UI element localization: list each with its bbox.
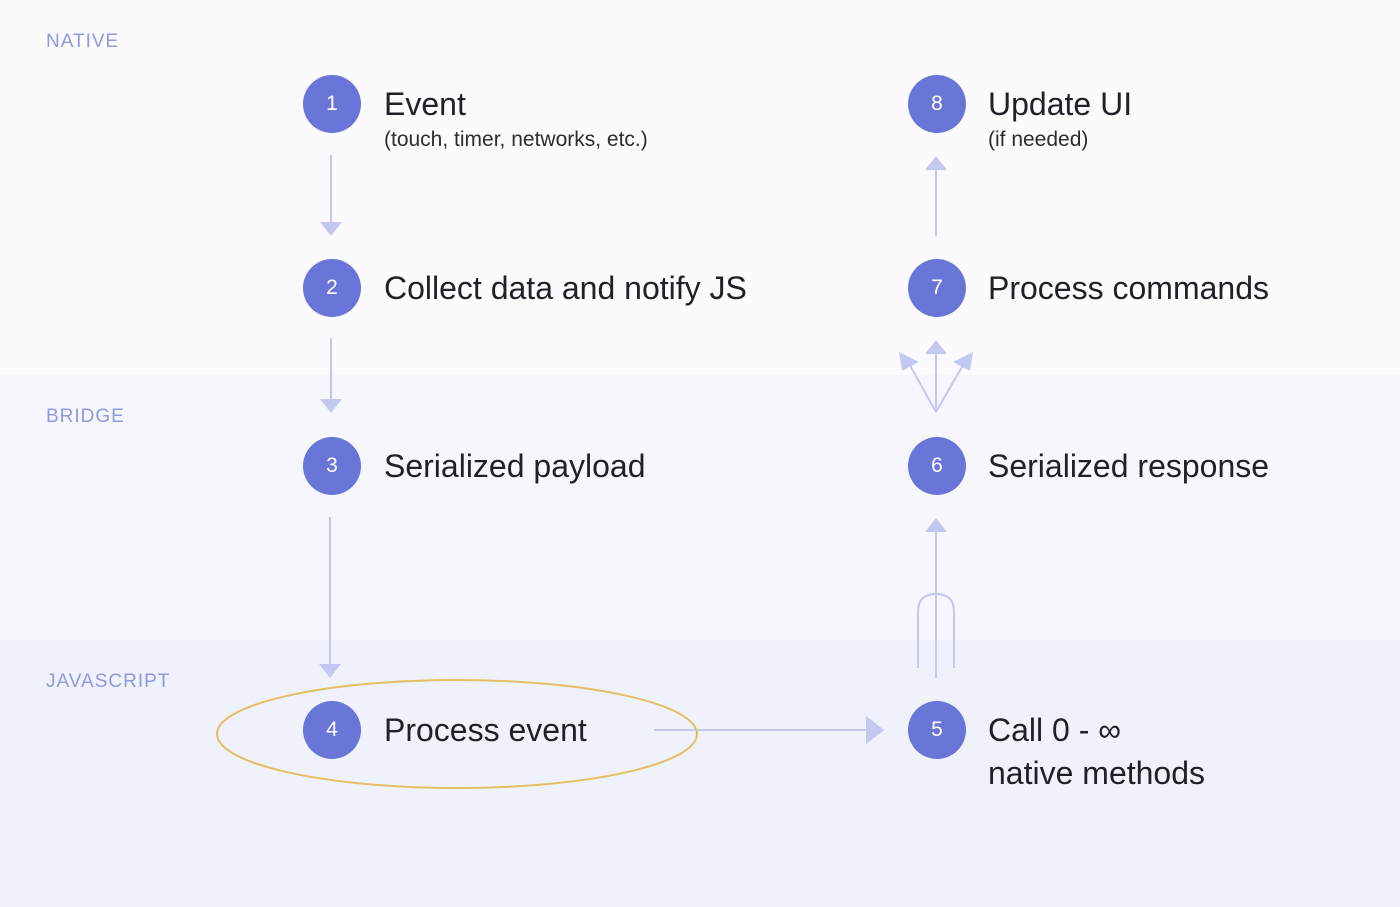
step-5-title-line1: Call 0 - ∞ — [988, 712, 1122, 748]
step-1-badge: 1 — [303, 75, 361, 133]
arrowhead-7-to-8 — [925, 156, 947, 170]
step-2-title: Collect data and notify JS — [384, 270, 747, 306]
arrow-6-to-7-left — [906, 359, 937, 413]
arrow-5-to-6-branch — [917, 592, 955, 668]
step-3-title: Serialized payload — [384, 448, 646, 484]
step-2-badge: 2 — [303, 259, 361, 317]
step-8-title: Update UI — [988, 86, 1133, 122]
zone-label-javascript: JAVASCRIPT — [46, 671, 171, 692]
step-7-title: Process commands — [988, 270, 1269, 306]
step-4-badge: 4 — [303, 701, 361, 759]
step-6-badge: 6 — [908, 437, 966, 495]
arrowhead-6-to-7-right — [953, 352, 973, 371]
step-6-title: Serialized response — [988, 448, 1270, 484]
arrowhead-2-to-3 — [320, 399, 342, 413]
arrow-6-to-7-right — [935, 359, 967, 413]
step-5-badge: 5 — [908, 701, 966, 759]
arrowhead-6-to-7-left — [899, 352, 919, 371]
step-8-subtitle: (if needed) — [988, 128, 1089, 151]
step-1-subtitle: (touch, timer, networks, etc.) — [384, 128, 648, 151]
arrowhead-6-to-7-center — [925, 340, 947, 354]
step-5-title-line2: native methods — [988, 755, 1206, 791]
arrowhead-5-to-6 — [925, 518, 947, 532]
arrowhead-4-to-5 — [866, 716, 884, 744]
step-7-badge: 7 — [908, 259, 966, 317]
highlight-ellipse — [216, 679, 698, 789]
step-1-title: Event — [384, 86, 466, 122]
step-8-badge: 8 — [908, 75, 966, 133]
zone-label-bridge: BRIDGE — [46, 406, 125, 427]
arrowhead-1-to-2 — [320, 222, 342, 236]
arrowhead-3-to-4 — [319, 664, 341, 678]
native-zone — [0, 0, 1400, 375]
step-4-title: Process event — [384, 712, 587, 748]
bridge-zone — [0, 375, 1400, 640]
javascript-zone — [0, 640, 1400, 907]
step-3-badge: 3 — [303, 437, 361, 495]
zone-label-native: NATIVE — [46, 31, 120, 52]
